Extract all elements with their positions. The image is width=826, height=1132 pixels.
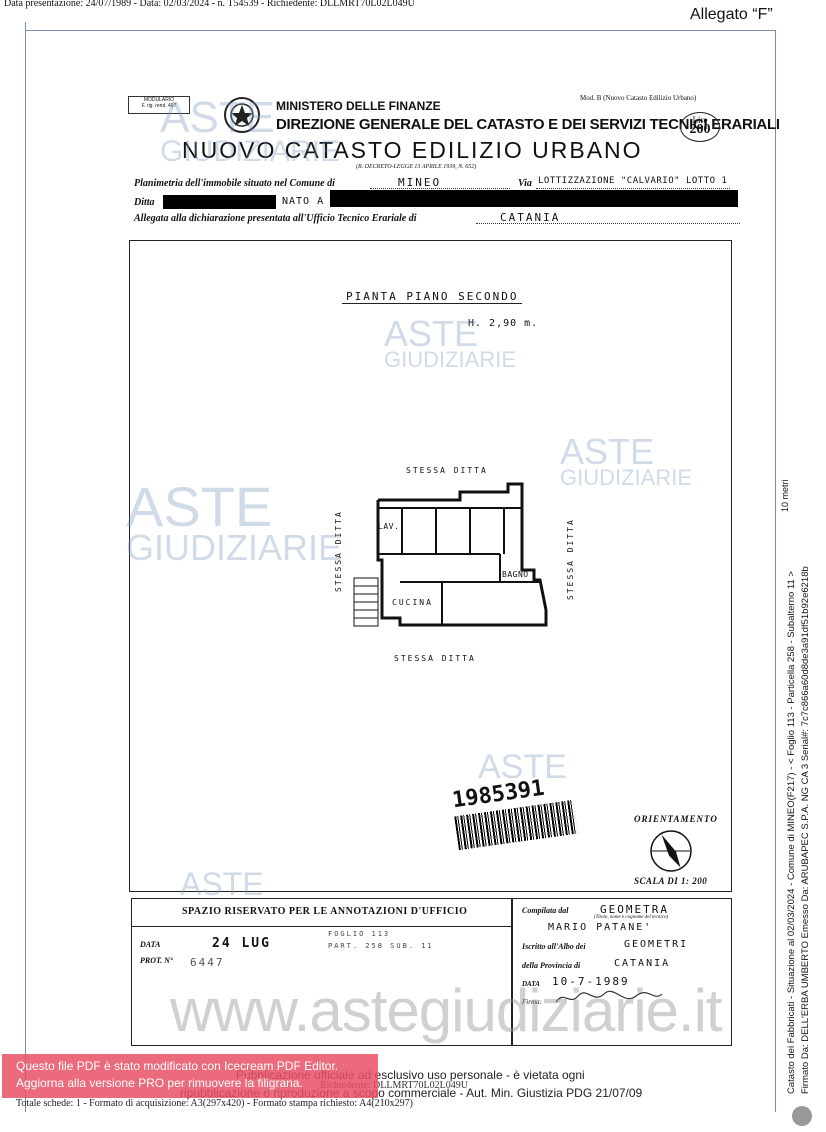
side-signature-info: Firmato Da: DELL'ERBA UMBERTO Emesso Da:… bbox=[800, 566, 811, 1094]
provincia-label: della Provincia di bbox=[522, 961, 581, 970]
office-prot-label: PROT. N° bbox=[140, 956, 174, 965]
compiler-date-value: 10-7-1989 bbox=[552, 975, 630, 988]
office-box bbox=[131, 898, 512, 1046]
signature bbox=[555, 990, 663, 1003]
ufficio-line bbox=[476, 213, 740, 224]
office-data-value: 24 LUG bbox=[212, 936, 271, 951]
side-catasto-info: Catasto dei Fabbricati - Situazione al 0… bbox=[786, 571, 797, 1094]
frame-left-line bbox=[25, 22, 26, 1112]
office-part-note: PART. 258 SUB. 11 bbox=[328, 942, 434, 950]
plan-height: H. 2,90 m. bbox=[468, 318, 539, 329]
footer-richiedente: Richiedente: DLLMRT70L02L049U bbox=[320, 1080, 468, 1091]
frame-top-line bbox=[25, 30, 775, 31]
republic-emblem-icon bbox=[224, 97, 260, 133]
modulario-line: MODULARIO bbox=[143, 97, 175, 103]
stamp-price: Lire 200 bbox=[680, 112, 720, 142]
albo-value: GEOMETRI bbox=[624, 939, 689, 950]
plan-label-right: STESSA DITTA bbox=[566, 518, 575, 600]
ministry-name: MINISTERO DELLE FINANZE bbox=[276, 99, 441, 113]
modulario-code: F. rig. rend. 497 bbox=[141, 103, 177, 109]
via-value: LOTTIZZAZIONE "CALVARIO" LOTTO 1 bbox=[538, 176, 728, 186]
watermark-aste-word: ASTE bbox=[160, 93, 275, 142]
presentation-info: Data presentazione: 24/07/1989 - Data: 0… bbox=[4, 0, 415, 9]
albo-label: Iscritto all'Albo dei bbox=[522, 942, 586, 951]
watermark-aste-word: ASTE bbox=[478, 748, 567, 786]
comune-line bbox=[370, 178, 510, 189]
footer-schede: Totale schede: 1 - Formato di acquisizio… bbox=[16, 1098, 413, 1109]
watermark-aste-word: ASTE bbox=[560, 431, 655, 472]
office-foglio-note: FOGLIO 113 bbox=[328, 930, 391, 938]
watermark-aste: ASTE GIUDIZIARIE bbox=[384, 313, 517, 373]
scale-label: SCALA DI 1: 200 bbox=[634, 876, 708, 886]
compass-icon bbox=[650, 830, 692, 872]
watermark-aste: ASTE GIUDIZIARIE bbox=[160, 93, 341, 168]
plan-title: PIANTA PIANO SECONDO bbox=[342, 290, 523, 304]
office-title: SPAZIO RISERVATO PER LE ANNOTAZIONI D'UF… bbox=[182, 906, 468, 917]
watermark-giudiziarie-word: GIUDIZIARIE bbox=[160, 134, 341, 168]
plan-frame bbox=[129, 240, 732, 892]
redaction-bar bbox=[163, 195, 276, 209]
office-data-label: DATA bbox=[140, 940, 161, 949]
watermark-giudiziarie-word: GIUDIZIARIE bbox=[560, 465, 693, 491]
watermark-aste-word: ASTE bbox=[384, 313, 479, 354]
icecream-line-2: Aggiorna alla versione PRO per rimuovere… bbox=[16, 1076, 303, 1090]
watermark-aste: ASTE GIUDIZIARIE bbox=[126, 475, 343, 569]
room-cucina: CUCINA bbox=[392, 598, 433, 607]
planimetria-label: Planimetria dell'immobile situato nel Co… bbox=[134, 178, 335, 189]
redaction-bar bbox=[330, 190, 738, 207]
watermark-giudiziarie-word: GIUDIZIARIE bbox=[384, 347, 517, 373]
compiler-date-label: DATA bbox=[522, 980, 540, 988]
document-title: NUOVO CATASTO EDILIZIO URBANO bbox=[182, 137, 643, 163]
plan-label-top: STESSA DITTA bbox=[406, 466, 488, 475]
side-scale-label: 10 metri bbox=[780, 479, 790, 512]
watermark-aste: ASTE bbox=[180, 866, 264, 902]
compilata-label: Compilata dal bbox=[522, 906, 569, 915]
modulario-box: MODULARIO F. rig. rend. 497 bbox=[128, 96, 190, 114]
watermark-aste-word: ASTE bbox=[180, 866, 264, 902]
icecream-banner: Questo file PDF è stato modificato con I… bbox=[2, 1054, 378, 1098]
via-line bbox=[536, 178, 730, 189]
room-lav: LAV. bbox=[378, 522, 400, 531]
provincia-value: CATANIA bbox=[614, 958, 671, 969]
icecream-line-1: Questo file PDF è stato modificato con I… bbox=[16, 1059, 339, 1073]
direction-name: DIREZIONE GENERALE DEL CATASTO E DEI SER… bbox=[276, 116, 780, 133]
via-label: Via bbox=[518, 178, 532, 189]
room-bagno: BAGNO bbox=[502, 570, 529, 579]
compilata-sub: (Titolo, nome e cognome del tecnico) bbox=[594, 915, 669, 920]
orientation-label: ORIENTAMENTO bbox=[634, 814, 718, 824]
allegata-label: Allegata alla dichiarazione presentata a… bbox=[134, 213, 417, 224]
plan-label-bottom: STESSA DITTA bbox=[394, 654, 476, 663]
lire-value: 200 bbox=[689, 122, 711, 137]
watermark-giudiziarie-word: GIUDIZIARIE bbox=[126, 527, 343, 569]
compiler-box bbox=[512, 898, 732, 1046]
model-label: Mod. B (Nuovo Catasto Edilizio Urbano) bbox=[580, 94, 697, 102]
compiler-name: MARIO PATANE' bbox=[548, 922, 653, 933]
decree-reference: (R. DECRETO-LEGGE 13 APRILE 1939, N. 652… bbox=[356, 164, 477, 170]
nato-label: NATO A bbox=[282, 196, 325, 207]
frame-right-line bbox=[775, 30, 776, 1112]
comune-value: MINEO bbox=[398, 176, 442, 189]
watermark-aste: ASTE GIUDIZIARIE bbox=[560, 431, 693, 491]
compilata-value: GEOMETRA bbox=[600, 903, 669, 916]
office-prot-value: 6447 bbox=[190, 956, 225, 969]
ditta-label: Ditta bbox=[134, 197, 155, 208]
floor-plan-drawing bbox=[353, 482, 548, 627]
allegato-label: Allegato “F” bbox=[690, 6, 773, 23]
office-divider bbox=[131, 926, 512, 927]
lire-label: Lire bbox=[692, 115, 708, 125]
watermark-site: www.astegiudiziarie.it bbox=[170, 977, 723, 1044]
watermark-aste-word: ASTE bbox=[126, 475, 273, 538]
watermark-aste: ASTE bbox=[478, 748, 567, 786]
seal-icon bbox=[792, 1106, 812, 1126]
firma-label: Firma: bbox=[522, 998, 542, 1006]
ufficio-value: CATANIA bbox=[500, 211, 561, 224]
